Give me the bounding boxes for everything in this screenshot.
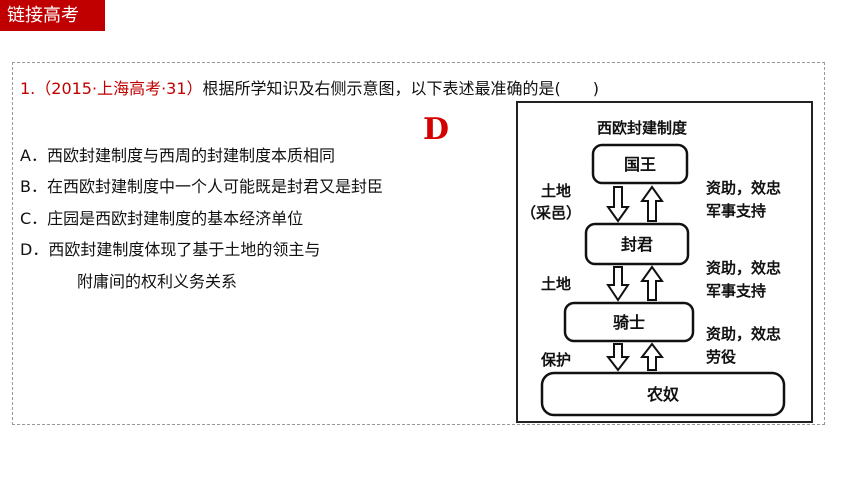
feudal-diagram: 西欧封建制度 国王 封君 骑士 农奴 土地 （采邑） 土地 保护 资助，效忠 军… bbox=[516, 101, 813, 423]
left-label-3: 保护 bbox=[540, 351, 571, 369]
left-label-1a: 土地 bbox=[541, 182, 571, 200]
node-box-serf bbox=[540, 371, 786, 417]
right-label-3a: 资助，效忠 bbox=[706, 325, 781, 343]
node-knight-label: 骑士 bbox=[613, 313, 645, 332]
left-label-1b: （采邑） bbox=[521, 204, 581, 222]
question-number: 1. bbox=[20, 79, 36, 98]
question-stem-line: 1.（2015·上海高考·31）根据所学知识及右侧示意图，以下表述最准确的是( … bbox=[20, 75, 599, 99]
right-label-1b: 军事支持 bbox=[706, 202, 766, 220]
option-b: B．在西欧封建制度中一个人可能既是封君又是封臣 bbox=[20, 177, 383, 196]
section-banner: 链接高考 bbox=[0, 0, 105, 31]
right-label-2b: 军事支持 bbox=[706, 282, 766, 300]
answer-letter: D bbox=[423, 112, 450, 147]
option-d-continued: 附庸间的权利义务关系 bbox=[77, 272, 238, 291]
question-stem: 根据所学知识及右侧示意图，以下表述最准确的是( ) bbox=[202, 79, 600, 98]
right-label-3b: 劳役 bbox=[706, 348, 736, 366]
node-lord-label: 封君 bbox=[621, 235, 653, 254]
question-box bbox=[12, 62, 825, 425]
node-box-king bbox=[591, 143, 689, 185]
down-arrow-1 bbox=[606, 186, 630, 223]
down-arrow-3 bbox=[605, 343, 631, 372]
option-d: D．西欧封建制度体现了基于土地的领主与 bbox=[20, 240, 321, 259]
right-label-1a: 资助，效忠 bbox=[706, 179, 781, 197]
node-box-knight bbox=[563, 301, 695, 343]
question-source: （2015·上海高考·31） bbox=[35, 79, 203, 98]
up-arrow-3 bbox=[639, 342, 665, 371]
up-arrow-1 bbox=[640, 185, 664, 222]
banner-title: 链接高考 bbox=[7, 5, 79, 26]
option-a: A．西欧封建制度与西周的封建制度本质相同 bbox=[20, 146, 335, 165]
node-king-label: 国王 bbox=[624, 155, 656, 174]
node-box-lord bbox=[584, 222, 690, 266]
up-arrow-2 bbox=[640, 265, 664, 301]
node-serf-label: 农奴 bbox=[646, 385, 679, 404]
down-arrow-2 bbox=[606, 266, 630, 302]
diagram-title: 西欧封建制度 bbox=[597, 119, 688, 137]
left-label-2: 土地 bbox=[541, 275, 571, 293]
right-label-2a: 资助，效忠 bbox=[706, 259, 781, 277]
option-c: C．庄园是西欧封建制度的基本经济单位 bbox=[20, 209, 304, 228]
